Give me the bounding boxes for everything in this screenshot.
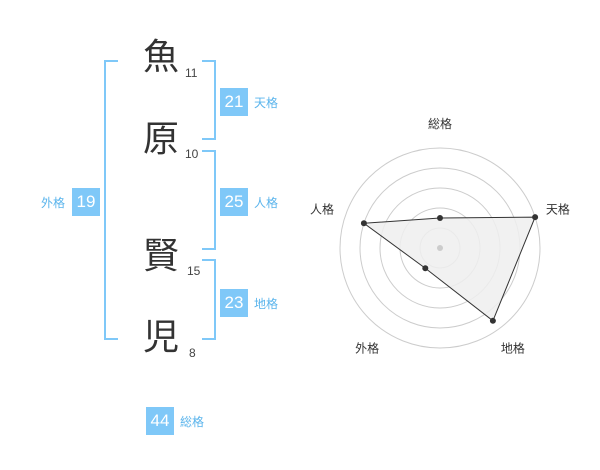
- stroke-count-3: 15: [187, 264, 201, 278]
- radar-axis-label: 地格: [501, 340, 525, 355]
- tenkaku-label: 天格: [254, 96, 279, 110]
- radar-axis-label: 外格: [355, 340, 379, 355]
- soukaku-value: 44: [146, 407, 174, 435]
- tenkaku-value: 21: [220, 88, 248, 116]
- soukaku-label: 総格: [180, 415, 205, 429]
- chikaku-bracket: [202, 259, 216, 340]
- gaikaku-bracket: [104, 60, 118, 340]
- tenkaku-bracket: [202, 60, 216, 140]
- radar-point: [489, 317, 496, 324]
- radar-axis-label: 総格: [428, 116, 452, 131]
- radar-center-dot: [437, 245, 443, 251]
- radar-point: [360, 220, 367, 227]
- stroke-count-1: 11: [185, 66, 198, 80]
- name-char-3: 賢: [143, 236, 180, 277]
- chikaku-value: 23: [220, 289, 248, 317]
- gaikaku-value: 19: [72, 188, 100, 216]
- radar-axis-label: 人格: [310, 202, 334, 217]
- jinkaku-value: 25: [220, 188, 248, 216]
- stroke-count-4: 8: [189, 346, 196, 360]
- chikaku-label: 地格: [254, 297, 279, 311]
- gaikaku-label: 外格: [41, 196, 66, 210]
- radar-point: [532, 214, 539, 221]
- radar-axis-label: 天格: [546, 202, 570, 217]
- name-char-4: 児: [143, 317, 180, 358]
- name-char-1: 魚: [143, 37, 180, 78]
- jinkaku-label: 人格: [254, 196, 279, 210]
- radar-point: [422, 265, 429, 272]
- radar-grid-ring: [339, 147, 541, 349]
- name-char-2: 原: [143, 119, 180, 160]
- stroke-count-2: 10: [185, 147, 199, 161]
- radar-point: [437, 215, 443, 221]
- jinkaku-bracket: [202, 150, 216, 250]
- radar-area: [362, 216, 536, 322]
